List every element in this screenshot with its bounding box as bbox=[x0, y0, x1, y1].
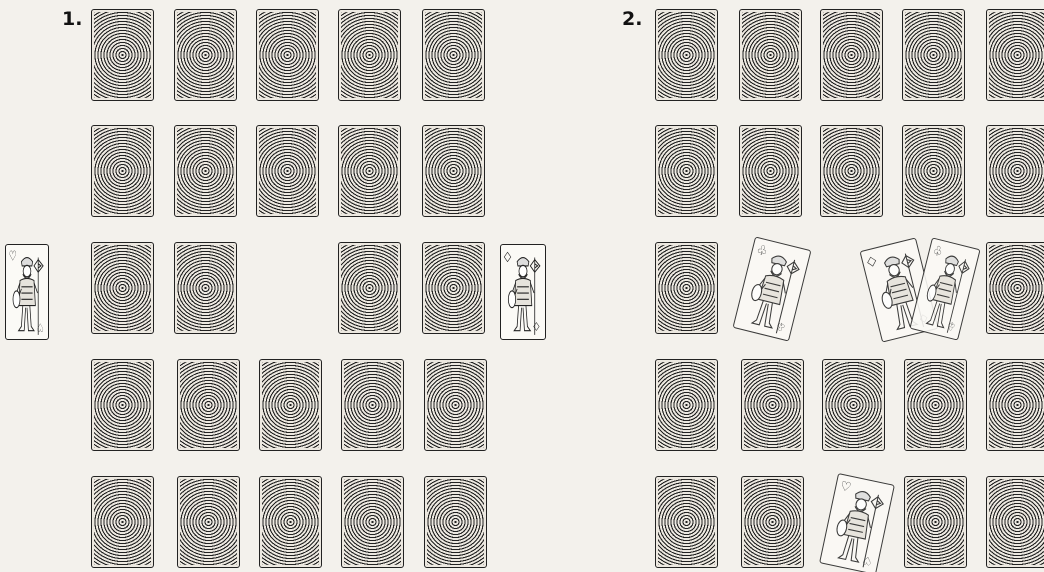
svg-text:◇: ◇ bbox=[533, 320, 540, 333]
card-back[interactable] bbox=[91, 125, 154, 217]
card-back[interactable] bbox=[902, 125, 965, 217]
card-back[interactable] bbox=[91, 9, 154, 101]
card-back[interactable] bbox=[341, 359, 404, 451]
card-back[interactable] bbox=[174, 9, 237, 101]
card-back[interactable] bbox=[174, 125, 237, 217]
card-back[interactable] bbox=[655, 9, 718, 101]
card-back[interactable] bbox=[741, 359, 804, 451]
card-back[interactable] bbox=[655, 476, 718, 568]
card-back[interactable] bbox=[341, 476, 404, 568]
panel-step-1: 1. ♡ ♡ ◇ ◇ bbox=[0, 0, 560, 572]
card-back[interactable] bbox=[655, 125, 718, 217]
card-back[interactable] bbox=[655, 242, 718, 334]
card-back[interactable] bbox=[986, 476, 1044, 568]
card-back[interactable] bbox=[338, 9, 401, 101]
card-back[interactable] bbox=[91, 242, 154, 334]
card-back[interactable] bbox=[338, 242, 401, 334]
card-back[interactable] bbox=[986, 125, 1044, 217]
face-card-jack[interactable]: ◇ ◇ bbox=[500, 244, 546, 340]
face-card-jack[interactable]: ♧ ♧ bbox=[732, 236, 811, 341]
card-back[interactable] bbox=[822, 359, 885, 451]
card-back[interactable] bbox=[259, 359, 322, 451]
jack-figure-icon: ♧ ♧ bbox=[734, 238, 811, 341]
card-back[interactable] bbox=[256, 9, 319, 101]
card-back[interactable] bbox=[986, 9, 1044, 101]
card-back[interactable] bbox=[904, 359, 967, 451]
svg-text:♧: ♧ bbox=[755, 241, 769, 259]
card-back[interactable] bbox=[739, 125, 802, 217]
card-back[interactable] bbox=[338, 125, 401, 217]
svg-text:♡: ♡ bbox=[9, 248, 17, 264]
card-back[interactable] bbox=[739, 9, 802, 101]
jack-figure-icon: ♡ ♡ bbox=[820, 474, 893, 572]
card-back[interactable] bbox=[91, 476, 154, 568]
card-back[interactable] bbox=[820, 125, 883, 217]
card-back[interactable] bbox=[424, 359, 487, 451]
face-card-jack[interactable]: ♡ ♡ bbox=[5, 244, 49, 340]
card-back[interactable] bbox=[256, 125, 319, 217]
panel-step-2: 2. ♧ ♧ ◇ ◇ bbox=[560, 0, 1044, 572]
card-back[interactable] bbox=[174, 242, 237, 334]
card-back[interactable] bbox=[422, 125, 485, 217]
card-back[interactable] bbox=[986, 242, 1044, 334]
card-back[interactable] bbox=[177, 359, 240, 451]
face-card-jack[interactable]: ♡ ♡ bbox=[819, 473, 895, 572]
card-back[interactable] bbox=[904, 476, 967, 568]
svg-text:◇: ◇ bbox=[865, 252, 878, 270]
svg-text:♧: ♧ bbox=[931, 242, 944, 259]
card-back[interactable] bbox=[91, 359, 154, 451]
card-back[interactable] bbox=[820, 9, 883, 101]
panel-label: 2. bbox=[622, 8, 642, 30]
panel-label: 1. bbox=[62, 8, 82, 30]
jack-figure-icon: ♡ ♡ bbox=[6, 245, 48, 339]
card-back[interactable] bbox=[259, 476, 322, 568]
jack-figure-icon: ◇ ◇ bbox=[501, 245, 545, 339]
card-back[interactable] bbox=[655, 359, 718, 451]
card-back[interactable] bbox=[741, 476, 804, 568]
svg-text:♡: ♡ bbox=[839, 477, 853, 494]
card-back[interactable] bbox=[986, 359, 1044, 451]
card-back[interactable] bbox=[422, 242, 485, 334]
card-back[interactable] bbox=[424, 476, 487, 568]
card-back[interactable] bbox=[422, 9, 485, 101]
card-back[interactable] bbox=[177, 476, 240, 568]
jack-figure-icon: ♧ ♧ bbox=[911, 239, 980, 340]
svg-text:◇: ◇ bbox=[504, 248, 511, 264]
face-card-jack[interactable]: ♧ ♧ bbox=[909, 237, 980, 340]
card-back[interactable] bbox=[902, 9, 965, 101]
